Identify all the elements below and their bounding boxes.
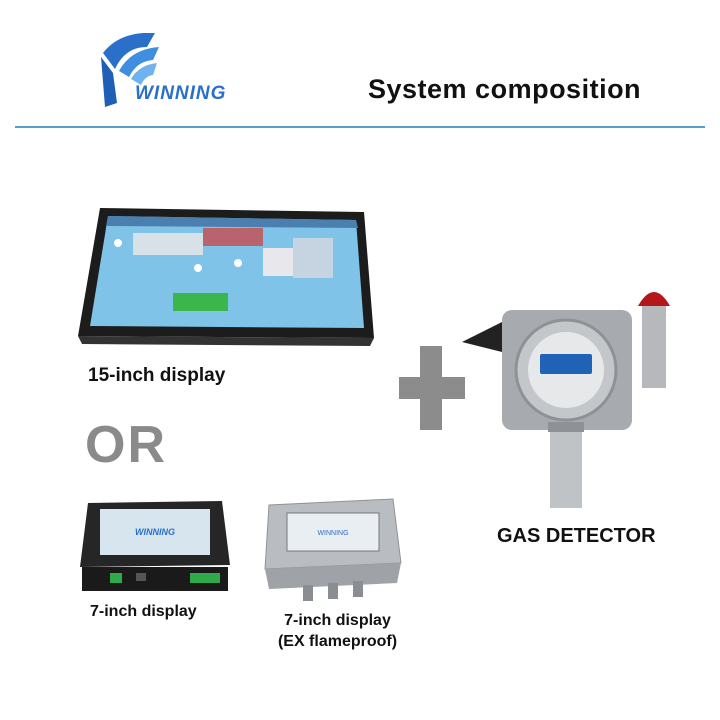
winning-logo [101,33,159,107]
seven-inch-flameproof-display-image: WINNING [264,498,402,601]
or-label: OR [85,416,167,474]
seven-inch-flameproof-line2: (EX flameproof) [277,633,398,650]
seven-inch-display-label: 7-inch display [90,603,197,620]
fifteen-inch-display-image [78,208,374,346]
fifteen-inch-display-label: 15-inch display [88,365,226,386]
seven-inch-flameproof-label: 7-inch display (EX flameproof) [270,610,405,652]
plus-icon-bar [399,377,465,399]
gas-detector-image [462,292,670,508]
seven-inch-display-image: WINNING [80,501,230,591]
svg-text:WINNING: WINNING [317,530,348,537]
svg-text:WINNING: WINNING [135,527,175,537]
page-title: System composition [368,74,642,104]
header-divider [15,126,705,128]
seven-inch-flameproof-line1: 7-inch display [284,612,391,629]
brand-name: WINNING [135,83,227,104]
gas-detector-label: GAS DETECTOR [497,525,656,547]
